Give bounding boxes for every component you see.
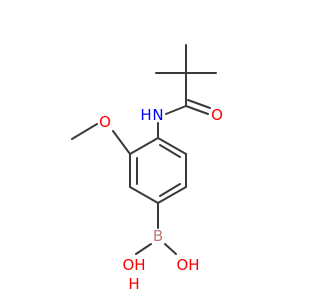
bond-carbonyl-double-b (187, 99, 211, 109)
nitrogen-atom-label: N (152, 106, 163, 124)
benzene-ring (129, 137, 187, 204)
bond-methoxy-methyl (71, 123, 98, 140)
boronic-acid-group (135, 202, 177, 255)
methoxy-oxygen-label: O (99, 113, 111, 131)
boron-atom-label: B (153, 227, 163, 245)
amide-group (157, 99, 211, 139)
ring-bond-4 (129, 186, 159, 204)
tert-butyl-group (155, 44, 217, 107)
hydroxyl-right-label: OH (176, 256, 199, 274)
ring-bond-3 (157, 186, 187, 204)
structure-canvas: N H O O B OH H OH (71, 44, 223, 293)
bond-carbonyl-nitrogen (165, 105, 187, 115)
hydroxyl-left-hydrogen-label: H (128, 275, 139, 293)
ring-bond-1 (157, 137, 187, 155)
molecule-structure: N H O O B OH H OH (71, 44, 223, 293)
hydroxyl-left-label: OH (122, 256, 145, 274)
ring-bond-6 (129, 137, 159, 155)
bond-ring-methoxy-oxygen (112, 130, 131, 155)
ring-double-bond-inner-1 (159, 144, 181, 158)
ring-double-bond-inner-2 (159, 183, 181, 197)
methoxy-group (71, 123, 131, 155)
bond-carbonyl-double-a (185, 105, 209, 115)
bond-boron-oh-left (135, 243, 152, 255)
bond-boron-oh-right (164, 243, 177, 255)
amide-hydrogen-label: H (140, 106, 151, 124)
carbonyl-oxygen-label: O (211, 106, 223, 124)
